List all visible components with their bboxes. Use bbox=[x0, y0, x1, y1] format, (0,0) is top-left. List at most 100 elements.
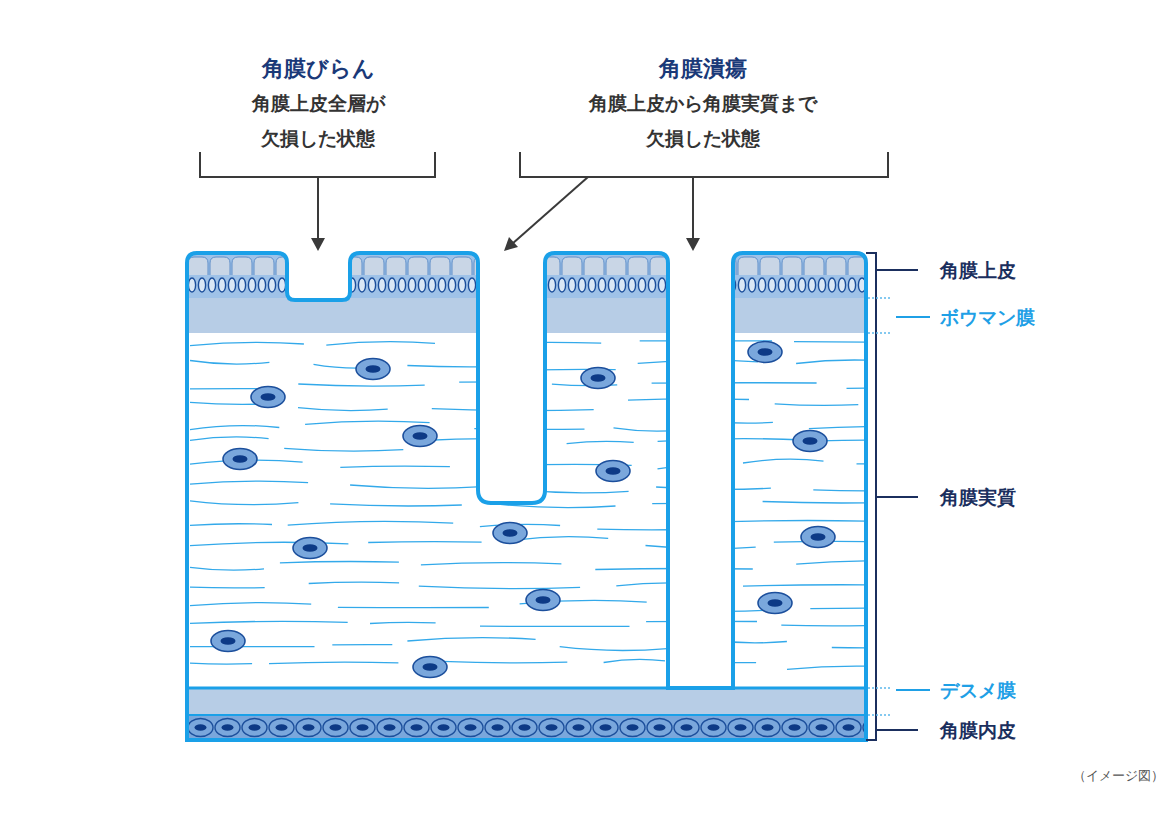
stroma-cell bbox=[223, 449, 257, 470]
stroma-cell bbox=[793, 431, 827, 452]
stroma-fiber bbox=[597, 528, 691, 530]
layer-label: 角膜内皮 bbox=[940, 718, 1016, 742]
cell-nucleus bbox=[503, 529, 518, 537]
stroma-fiber bbox=[419, 586, 580, 588]
stroma-fiber bbox=[646, 546, 756, 549]
stroma-cell bbox=[758, 593, 792, 614]
layer-label: 角膜実質 bbox=[940, 485, 1016, 509]
stroma-cell bbox=[581, 368, 615, 389]
cell-nucleus bbox=[803, 437, 818, 445]
cornea-outline bbox=[187, 253, 866, 740]
stroma-fiber bbox=[190, 646, 315, 647]
stroma-fiber bbox=[338, 607, 489, 609]
stroma-fiber bbox=[666, 609, 768, 611]
stroma-fiber bbox=[407, 638, 535, 641]
cell-nucleus bbox=[261, 393, 276, 401]
stroma-fiber bbox=[560, 647, 668, 651]
stroma-cell bbox=[493, 523, 527, 544]
stroma-fiber bbox=[796, 360, 895, 363]
stroma-cell bbox=[356, 359, 390, 380]
stroma-fiber bbox=[190, 567, 264, 570]
stroma-fiber bbox=[690, 662, 756, 663]
stroma-fiber bbox=[794, 341, 928, 343]
stroma-cell bbox=[596, 461, 630, 482]
stroma-fiber bbox=[368, 541, 481, 543]
stroma-fiber bbox=[190, 361, 269, 365]
stroma-cell bbox=[801, 527, 835, 548]
stroma-fiber bbox=[190, 426, 279, 430]
description: 角膜上皮全層が 欠損した状態 bbox=[246, 86, 390, 156]
stroma-cell bbox=[526, 590, 560, 611]
stroma-fiber bbox=[518, 490, 628, 493]
stroma-fiber bbox=[190, 662, 252, 664]
stroma-fiber bbox=[787, 666, 905, 669]
cell-nucleus bbox=[366, 365, 381, 373]
cell-nucleus bbox=[768, 599, 783, 607]
stroma-fiber bbox=[298, 408, 388, 411]
stroma-fiber bbox=[190, 587, 265, 589]
stroma-fiber bbox=[330, 504, 462, 506]
layer-label: デスメ膜 bbox=[940, 678, 1016, 702]
stroma-fiber bbox=[640, 340, 772, 341]
heading: 角膜潰瘍 bbox=[659, 55, 747, 83]
bracket bbox=[200, 152, 888, 244]
cell-nucleus bbox=[811, 533, 826, 541]
stroma-fiber bbox=[190, 501, 298, 505]
stroma-cell bbox=[293, 538, 327, 559]
stroma-fiber bbox=[616, 583, 706, 586]
stroma-fiber bbox=[190, 621, 348, 623]
stroma-fiber bbox=[857, 463, 965, 465]
layer-label: 角膜上皮 bbox=[940, 258, 1016, 282]
stroma-fiber bbox=[190, 603, 311, 606]
stroma-fiber bbox=[288, 521, 454, 525]
cell-nucleus bbox=[591, 374, 606, 382]
stroma-fiber bbox=[628, 399, 749, 400]
stroma-fiber bbox=[567, 441, 634, 443]
stroma-fiber bbox=[407, 366, 513, 367]
stroma-cell bbox=[413, 657, 447, 678]
stroma-fiber bbox=[710, 422, 773, 424]
stroma-fiber bbox=[775, 404, 859, 406]
stroma-fiber bbox=[421, 563, 562, 565]
stroma-fiber bbox=[638, 360, 758, 363]
cell-nucleus bbox=[758, 348, 773, 356]
stroma-fiber bbox=[459, 381, 534, 383]
stroma-fiber bbox=[743, 585, 909, 586]
heading: 角膜びらん bbox=[262, 55, 375, 83]
stroma-fiber bbox=[718, 520, 869, 521]
stroma-fiber bbox=[832, 647, 985, 649]
stroma-fiber bbox=[781, 625, 868, 627]
stroma-fiber bbox=[190, 524, 272, 526]
stroma-fiber bbox=[280, 561, 399, 562]
stroma-fiber bbox=[646, 621, 757, 622]
layer-label: ボウマン膜 bbox=[940, 305, 1035, 329]
cell-nucleus bbox=[423, 663, 438, 671]
stroma-fiber bbox=[796, 561, 944, 564]
stroma-fiber bbox=[474, 428, 584, 430]
cell-nucleus bbox=[536, 596, 551, 604]
cell-nucleus bbox=[413, 432, 428, 440]
description: 角膜上皮から角膜実質まで 欠損した状態 bbox=[583, 86, 822, 156]
note: （イメージ図） bbox=[1073, 767, 1164, 785]
stroma-fiber bbox=[847, 387, 955, 389]
stroma-fiber bbox=[820, 439, 949, 441]
stroma-cell bbox=[748, 342, 782, 363]
stroma-fiber bbox=[190, 342, 304, 345]
stroma-fiber bbox=[656, 487, 771, 489]
stroma-fiber bbox=[709, 640, 787, 643]
stroma-fiber bbox=[604, 659, 665, 662]
stroma-fiber bbox=[743, 459, 824, 463]
stroma-fiber bbox=[269, 662, 398, 664]
stroma-fiber bbox=[190, 437, 269, 440]
stroma-fiber bbox=[190, 481, 308, 484]
cell-nucleus bbox=[606, 467, 621, 475]
stroma-cell bbox=[403, 426, 437, 447]
stroma-fiber bbox=[480, 625, 630, 627]
cell-nucleus bbox=[233, 455, 248, 463]
stroma-fiber bbox=[309, 582, 399, 583]
stroma-fiber bbox=[813, 490, 933, 491]
stroma-fiber bbox=[350, 485, 483, 488]
cornea-layers bbox=[180, 250, 985, 750]
stroma-fiber bbox=[305, 421, 430, 424]
stroma-fiber bbox=[340, 466, 450, 467]
